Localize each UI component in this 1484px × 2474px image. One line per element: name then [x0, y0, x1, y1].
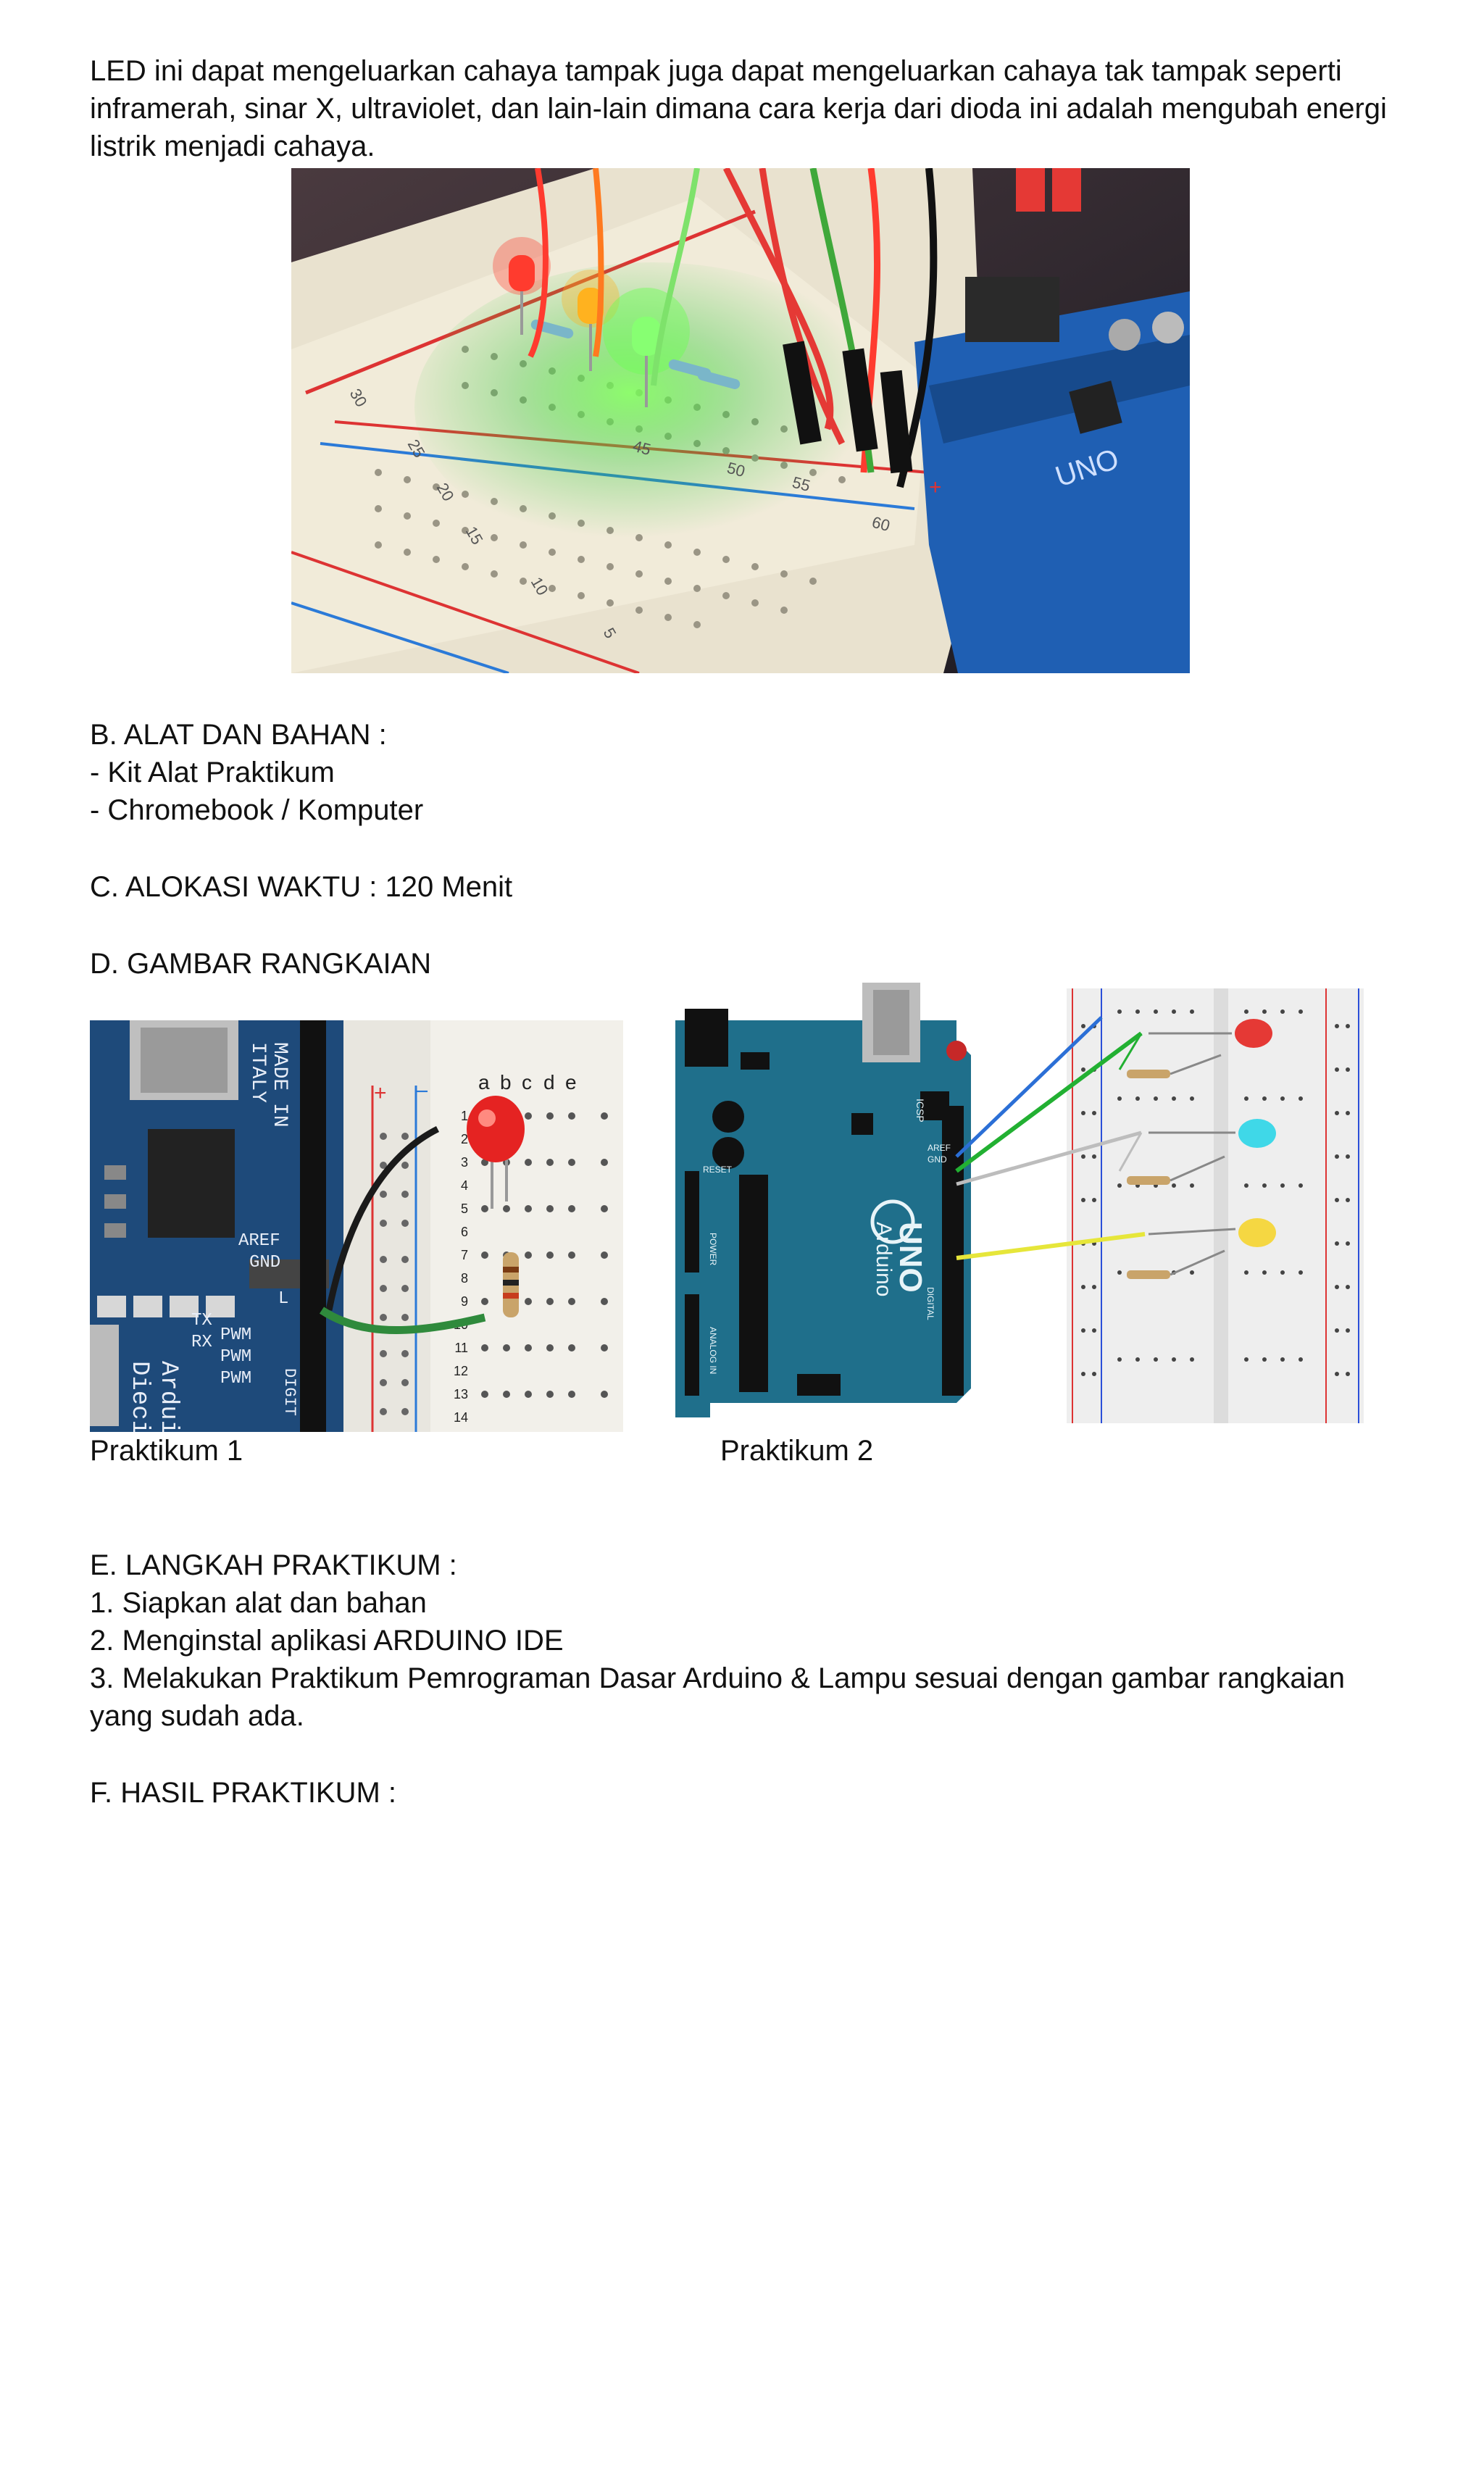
board-text: Ardui	[154, 1361, 182, 1432]
row-number: 4	[461, 1178, 468, 1193]
rail-minus-label: −	[416, 1080, 429, 1104]
board-text: AREF	[238, 1231, 280, 1251]
row-number: 14	[454, 1410, 468, 1425]
praktikum-1-caption: Praktikum 1	[90, 1435, 243, 1467]
list-item-continuation: yang sudah ada.	[90, 1700, 304, 1732]
intro-line: LED ini dapat mengeluarkan cahaya tampak…	[90, 55, 1342, 87]
praktikum-2-caption: Praktikum 2	[720, 1435, 874, 1467]
row-number: 11	[454, 1341, 468, 1355]
board-text: PWM	[220, 1325, 251, 1345]
board-text: ITALY	[246, 1042, 269, 1103]
intro-line: listrik menjadi cahaya.	[90, 130, 375, 162]
column-letter: d	[543, 1071, 555, 1094]
board-text: RX	[191, 1333, 212, 1352]
list-item: - Chromebook / Komputer	[90, 794, 424, 826]
board-text: DIGITAL	[925, 1287, 935, 1320]
section-heading: D. GAMBAR RANGKAIAN	[90, 948, 432, 980]
row-number: 1	[461, 1109, 468, 1123]
row-number: 13	[454, 1387, 468, 1401]
praktikum-2-figure: Arduino UNO ICSP RESET AREF GND DIGITAL …	[667, 983, 1370, 1432]
section-e: E. LANGKAH PRAKTIKUM : 1. Siapkan alat d…	[90, 1546, 1394, 1735]
section-heading: C. ALOKASI WAKTU : 120 Menit	[90, 871, 513, 903]
column-letter: a	[478, 1071, 490, 1094]
board-text: PWM	[220, 1347, 251, 1367]
board-text: POWER	[708, 1233, 718, 1266]
board-text: MADE IN	[268, 1042, 291, 1128]
board-text: DIGIT	[280, 1368, 299, 1416]
row-number: 2	[461, 1132, 468, 1146]
intro-line: inframerah, sinar X, ultraviolet, dan la…	[90, 93, 1387, 125]
board-text: AREF	[928, 1143, 951, 1153]
board-text: ANALOG IN	[708, 1327, 718, 1374]
row-number: 8	[461, 1271, 468, 1286]
list-item: 1. Siapkan alat dan bahan	[90, 1587, 427, 1619]
section-heading: B. ALAT DAN BAHAN :	[90, 719, 387, 751]
row-number: 6	[461, 1225, 468, 1239]
board-text: Diecim	[125, 1361, 153, 1432]
praktikum-1-figure: MADE IN ITALY AREF GND PWM PWM PWM TX RX…	[90, 1020, 623, 1432]
list-item: 2. Menginstal aplikasi ARDUINO IDE	[90, 1625, 564, 1657]
board-text: TX	[191, 1311, 212, 1330]
section-heading: E. LANGKAH PRAKTIKUM :	[90, 1549, 457, 1581]
row-number: 3	[461, 1155, 468, 1170]
section-heading: F. HASIL PRAKTIKUM :	[90, 1777, 397, 1809]
section-d: D. GAMBAR RANGKAIAN	[90, 945, 1394, 983]
row-number: 7	[461, 1248, 468, 1262]
column-letter: e	[565, 1071, 577, 1094]
board-text: GND	[249, 1253, 280, 1273]
row-number: 12	[454, 1364, 468, 1378]
rail-plus-label: +	[374, 1081, 387, 1105]
photo-label: +	[929, 475, 942, 499]
board-text: L	[278, 1289, 288, 1309]
row-number: 5	[461, 1201, 468, 1216]
board-text: PWM	[220, 1369, 251, 1388]
section-b: B. ALAT DAN BAHAN : - Kit Alat Praktikum…	[90, 716, 1394, 829]
list-item: - Kit Alat Praktikum	[90, 757, 335, 788]
led-breadboard-photo: 55 60 45 50 30 5 10 15 20 25 UNO +	[291, 168, 1190, 673]
board-text: RESET	[703, 1165, 733, 1175]
column-letter: b	[500, 1071, 512, 1094]
section-c: C. ALOKASI WAKTU : 120 Menit	[90, 868, 1394, 906]
intro-paragraph: LED ini dapat mengeluarkan cahaya tampak…	[90, 52, 1394, 165]
column-letter: c	[522, 1071, 532, 1094]
list-item: 3. Melakukan Praktikum Pemrograman Dasar…	[90, 1662, 1346, 1694]
section-f: F. HASIL PRAKTIKUM :	[90, 1774, 1394, 1812]
board-text: ICSP	[914, 1099, 926, 1123]
row-number: 9	[461, 1294, 468, 1309]
board-text: GND	[928, 1154, 947, 1165]
